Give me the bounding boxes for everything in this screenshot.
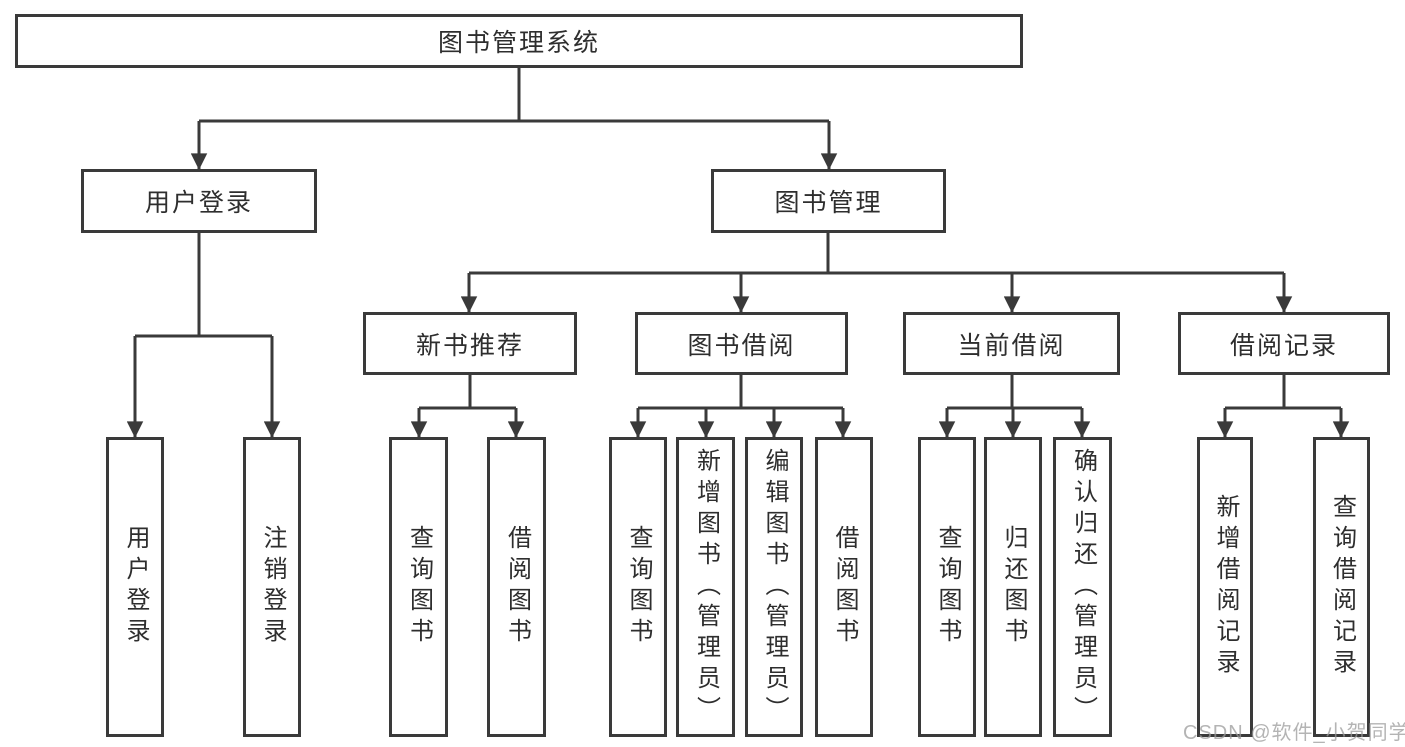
node-user-login: 用户登录	[81, 169, 317, 233]
leaf-query-borrow-record: 查询借阅记录	[1313, 437, 1370, 737]
node-current-borrowing: 当前借阅	[903, 312, 1120, 375]
leaf-return-book: 归还图书	[984, 437, 1042, 737]
connector-arrows	[126, 121, 1350, 438]
node-borrow-records: 借阅记录	[1178, 312, 1390, 375]
leaf-query-books-recommend: 查询图书	[389, 437, 448, 737]
leaf-logout: 注销登录	[243, 437, 301, 737]
connector-lines	[135, 68, 1341, 410]
leaf-confirm-return-admin: 确认归还（管理员）	[1053, 437, 1112, 737]
leaf-add-book-admin: 新增图书（管理员）	[676, 437, 735, 737]
leaf-edit-book-admin: 编辑图书（管理员）	[745, 437, 803, 737]
csdn-watermark: CSDN @软件_小贺同学	[1183, 722, 1405, 744]
leaf-query-books-borrowing: 查询图书	[609, 437, 667, 737]
node-root-library-system: 图书管理系统	[15, 14, 1023, 68]
leaf-add-borrow-record: 新增借阅记录	[1197, 437, 1253, 737]
node-book-management: 图书管理	[711, 169, 946, 233]
leaf-query-books-current: 查询图书	[918, 437, 976, 737]
node-new-book-recommend: 新书推荐	[363, 312, 577, 375]
leaf-borrow-books-borrowing: 借阅图书	[815, 437, 873, 737]
node-book-borrowing: 图书借阅	[635, 312, 848, 375]
leaf-borrow-books-recommend: 借阅图书	[487, 437, 546, 737]
leaf-user-login: 用户登录	[106, 437, 164, 737]
